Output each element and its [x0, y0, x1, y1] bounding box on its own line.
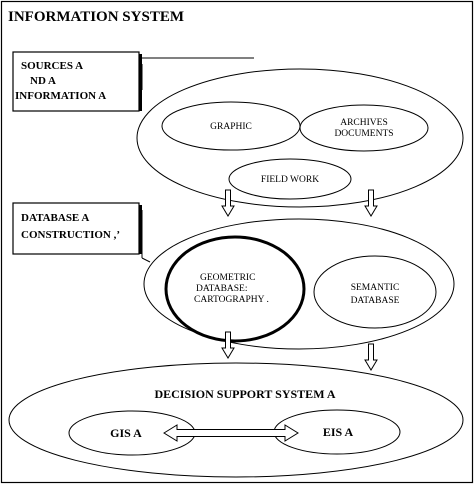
arrow-semantic-to-decision [364, 343, 378, 371]
geometric-label-line3: CARTOGRAPHY . [194, 295, 269, 305]
gis-label: GIS A [110, 426, 142, 440]
archives-label-line2: DOCUMENTS [334, 129, 393, 139]
decision-support-ellipse [8, 362, 464, 478]
sources-ellipse [136, 68, 464, 208]
semantic-database-ellipse [313, 255, 437, 329]
geometric-label-line2: DATABASE: [196, 284, 248, 294]
page-title: INFORMATION SYSTEM [8, 9, 184, 25]
database-box [12, 202, 140, 255]
archives-ellipse [299, 104, 429, 152]
archives-label-line1: ARCHIVES [340, 118, 388, 128]
gis-eis-double-arrow [163, 424, 299, 442]
sources-box-shadow [139, 54, 142, 111]
arrow-sources-to-geometric [221, 189, 235, 217]
sources-box-line3: INFORMATION A [15, 90, 106, 102]
database-connector-tail [141, 257, 151, 263]
database-box-shadow [139, 205, 142, 254]
eis-label: EIS A [323, 425, 354, 439]
geometric-database-ellipse [164, 235, 306, 343]
arrow-sources-to-semantic [364, 189, 378, 217]
arrow-geometric-to-decision [221, 331, 235, 359]
field-work-label: FIELD WORK [261, 175, 319, 185]
graphic-label: GRAPHIC [210, 122, 252, 132]
sources-box-line1: SOURCES A [21, 60, 83, 72]
database-box-line2: CONSTRUCTION ,’ [21, 229, 120, 241]
sources-box [12, 51, 140, 112]
database-box-line1: DATABASE A [21, 212, 89, 224]
geometric-label-line1: GEOMETRIC [200, 273, 255, 283]
semantic-label-line1: SEMANTIC [351, 283, 400, 293]
sources-box-line2: ND A [30, 75, 56, 87]
decision-support-title: DECISION SUPPORT SYSTEM A [154, 387, 335, 401]
field-work-ellipse [228, 158, 352, 200]
database-ellipse [143, 218, 455, 350]
semantic-label-line2: DATABASE [351, 296, 400, 306]
